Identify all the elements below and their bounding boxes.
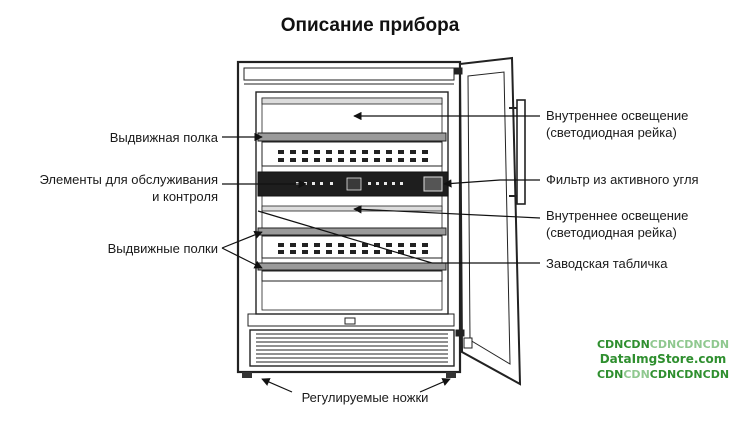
- cabinet: [236, 60, 462, 374]
- middle-light-strip: [261, 205, 443, 212]
- leader-lines: [221, 111, 541, 393]
- label-controls: Элементы для обслуживания и контроля: [10, 171, 219, 205]
- label-pull-out-shelf: Выдвижная полка: [109, 130, 218, 145]
- watermark-site: DataImgStore.com: [599, 352, 727, 366]
- label-rating-plate: Заводская табличка: [546, 256, 668, 271]
- label-interior-light-top-line1: Внутреннее освещение: [546, 108, 689, 123]
- label-interior-light-mid-line2: (светодиодная рейка): [546, 225, 677, 240]
- watermark: CDNCDNCDNCDNCDN DataImgStore.com CDNCDNC…: [590, 337, 736, 382]
- label-controls-line1: Элементы для обслуживания: [39, 172, 219, 187]
- adjustable-feet: [242, 372, 456, 378]
- top-shelf: [257, 132, 447, 167]
- label-controls-line2: и контроля: [152, 189, 218, 204]
- label-pull-out-shelves: Выдвижные полки: [107, 241, 218, 256]
- watermark-line1: CDNCDNCDNCDNCDN: [596, 338, 730, 351]
- diagram-title: Описание прибора: [280, 15, 460, 36]
- label-carbon-filter: Фильтр из активного угля: [546, 172, 699, 187]
- ventilation-grille: [247, 313, 455, 367]
- label-interior-light-top: Внутреннее освещение (светодиодная рейка…: [546, 107, 688, 141]
- label-interior-light-mid-line1: Внутреннее освещение: [546, 208, 689, 223]
- label-adjustable-feet: Регулируемые ножки: [301, 390, 429, 405]
- lower-shelves: [257, 227, 447, 282]
- watermark-line3: CDNCDNCDNCDNCDN: [596, 368, 730, 381]
- glass-door: [453, 56, 526, 386]
- label-interior-light-top-line2: (светодиодная рейка): [546, 125, 677, 140]
- label-interior-light-mid: Внутреннее освещение (светодиодная рейка…: [546, 207, 688, 241]
